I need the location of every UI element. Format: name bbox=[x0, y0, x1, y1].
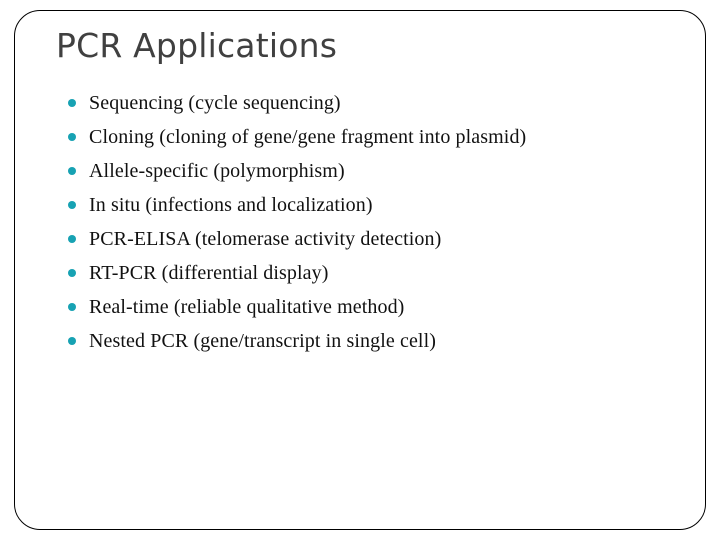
bullet-dot-icon bbox=[68, 337, 76, 345]
list-item: Nested PCR (gene/transcript in single ce… bbox=[68, 324, 688, 358]
list-item: PCR-ELISA (telomerase activity detection… bbox=[68, 222, 688, 256]
bullet-dot-icon bbox=[68, 167, 76, 175]
list-item: In situ (infections and localization) bbox=[68, 188, 688, 222]
bullet-dot-icon bbox=[68, 303, 76, 311]
bullet-dot-icon bbox=[68, 133, 76, 141]
list-item: Cloning (cloning of gene/gene fragment i… bbox=[68, 120, 688, 154]
bullet-dot-icon bbox=[68, 201, 76, 209]
list-item-label: PCR-ELISA (telomerase activity detection… bbox=[89, 228, 442, 250]
list-item-label: Allele-specific (polymorphism) bbox=[89, 160, 345, 182]
page-title: PCR Applications bbox=[56, 26, 338, 65]
list-item-label: RT-PCR (differential display) bbox=[89, 262, 329, 284]
list-item: Allele-specific (polymorphism) bbox=[68, 154, 688, 188]
list-item-label: Sequencing (cycle sequencing) bbox=[89, 92, 341, 114]
list-item: Real-time (reliable qualitative method) bbox=[68, 290, 688, 324]
list-item-label: Cloning (cloning of gene/gene fragment i… bbox=[89, 126, 527, 148]
list-item-label: Nested PCR (gene/transcript in single ce… bbox=[89, 330, 436, 352]
list-item: RT-PCR (differential display) bbox=[68, 256, 688, 290]
bullet-list: Sequencing (cycle sequencing) Cloning (c… bbox=[68, 86, 688, 358]
bullet-dot-icon bbox=[68, 99, 76, 107]
list-item-label: In situ (infections and localization) bbox=[89, 194, 373, 216]
bullet-dot-icon bbox=[68, 235, 76, 243]
list-item-label: Real-time (reliable qualitative method) bbox=[89, 296, 405, 318]
bullet-dot-icon bbox=[68, 269, 76, 277]
list-item: Sequencing (cycle sequencing) bbox=[68, 86, 688, 120]
